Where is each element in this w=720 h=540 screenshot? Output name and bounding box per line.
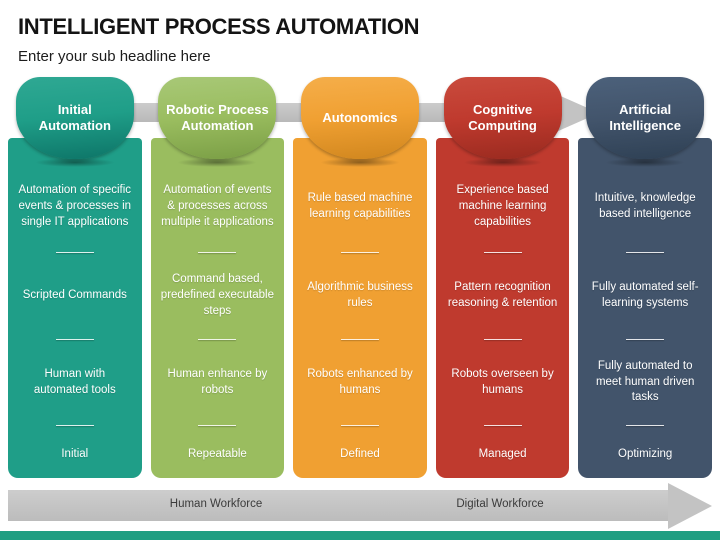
stage-item: Command based, predefined executable ste… bbox=[160, 273, 274, 317]
bubble-shadow bbox=[605, 158, 686, 167]
stage-header-bubble: Artificial Intelligence bbox=[586, 77, 705, 159]
stage-item: Automation of specific events & processe… bbox=[18, 184, 132, 228]
stage-header-bubble: Initial Automation bbox=[15, 77, 134, 159]
stage-header-label: Robotic Process Automation bbox=[166, 101, 269, 133]
stage-item: Fully automated to meet human driven tas… bbox=[595, 359, 695, 404]
stage-column-artificial-intelligence: Artificial Intelligence Intuitive, knowl… bbox=[578, 77, 712, 478]
stage-header-label: Initial Automation bbox=[38, 101, 111, 133]
bubble-shadow bbox=[177, 158, 258, 167]
stage-item: Human with automated tools bbox=[33, 367, 116, 396]
stage-item: Fully automated self-learning systems bbox=[591, 281, 699, 309]
divider bbox=[198, 425, 237, 426]
stage-item: Robots overseen by humans bbox=[451, 367, 554, 396]
stage-column-autonomics: Autonomics Rule based machine learning c… bbox=[293, 77, 427, 478]
maturity-label: Initial bbox=[61, 448, 89, 461]
stage-header-label: Autonomics bbox=[322, 109, 398, 125]
human-workforce-label: Human Workforce bbox=[169, 498, 263, 510]
stage-column-content: Automation of specific events & processe… bbox=[8, 162, 142, 478]
stage-column-cognitive-computing: Cognitive Computing Experience based mac… bbox=[435, 77, 570, 478]
stage-item: Pattern recognition reasoning & retentio… bbox=[447, 281, 558, 309]
divider bbox=[626, 425, 665, 426]
divider bbox=[55, 339, 94, 340]
stage-header-label: Cognitive Computing bbox=[468, 101, 537, 133]
divider bbox=[55, 425, 94, 426]
footer-accent-bar bbox=[0, 531, 720, 540]
divider bbox=[626, 339, 665, 340]
stage-columns: Initial Automation Automation of specifi… bbox=[8, 77, 712, 478]
divider bbox=[483, 425, 522, 426]
stage-item: Rule based machine learning capabilities bbox=[307, 192, 413, 220]
stage-item: Robots enhanced by humans bbox=[307, 367, 413, 396]
stage-item: Algorithmic business rules bbox=[307, 281, 413, 309]
bubble-shadow bbox=[34, 158, 115, 167]
stage-column-content: Experience based machine learning capabi… bbox=[436, 162, 570, 478]
divider bbox=[626, 252, 665, 253]
divider bbox=[55, 252, 94, 253]
stage-column-content: Rule based machine learning capabilities… bbox=[293, 162, 427, 478]
digital-workforce-label: Digital Workforce bbox=[456, 498, 544, 510]
divider bbox=[198, 339, 237, 340]
stage-item: Experience based machine learning capabi… bbox=[456, 184, 549, 228]
stage-item: Human enhance by robots bbox=[167, 367, 268, 396]
divider bbox=[340, 339, 379, 340]
maturity-label: Repeatable bbox=[187, 448, 247, 461]
divider bbox=[198, 252, 237, 253]
stage-column-content: Intuitive, knowledge based intelligence … bbox=[578, 162, 712, 478]
bubble-shadow bbox=[462, 158, 543, 167]
workforce-arrow-shaft bbox=[8, 490, 668, 521]
stage-header-bubble: Robotic Process Automation bbox=[158, 77, 277, 159]
stage-item: Scripted Commands bbox=[22, 289, 127, 302]
stage-item: Intuitive, knowledge based intelligence bbox=[594, 192, 696, 220]
bubble-shadow bbox=[319, 158, 400, 167]
maturity-label: Optimizing bbox=[618, 448, 673, 461]
page-title: INTELLIGENT PROCESS AUTOMATION bbox=[18, 14, 420, 39]
maturity-label: Defined bbox=[340, 448, 380, 461]
maturity-label: Managed bbox=[478, 448, 527, 461]
sub-headline: Enter your sub headline here bbox=[18, 48, 211, 65]
divider bbox=[483, 339, 522, 340]
stage-column-robotic-process-automation: Robotic Process Automation Automation of… bbox=[150, 77, 285, 478]
divider bbox=[340, 252, 379, 253]
workforce-arrow-head-icon bbox=[668, 483, 712, 529]
divider bbox=[483, 252, 522, 253]
stage-item: Automation of events & processes across … bbox=[161, 184, 274, 228]
stage-header-label: Artificial Intelligence bbox=[609, 101, 681, 133]
stage-header-bubble: Cognitive Computing bbox=[443, 77, 562, 159]
stage-column-content: Automation of events & processes across … bbox=[151, 162, 285, 478]
stage-column-initial-automation: Initial Automation Automation of specifi… bbox=[8, 77, 142, 478]
divider bbox=[340, 425, 379, 426]
stage-header-bubble: Autonomics bbox=[300, 77, 419, 159]
